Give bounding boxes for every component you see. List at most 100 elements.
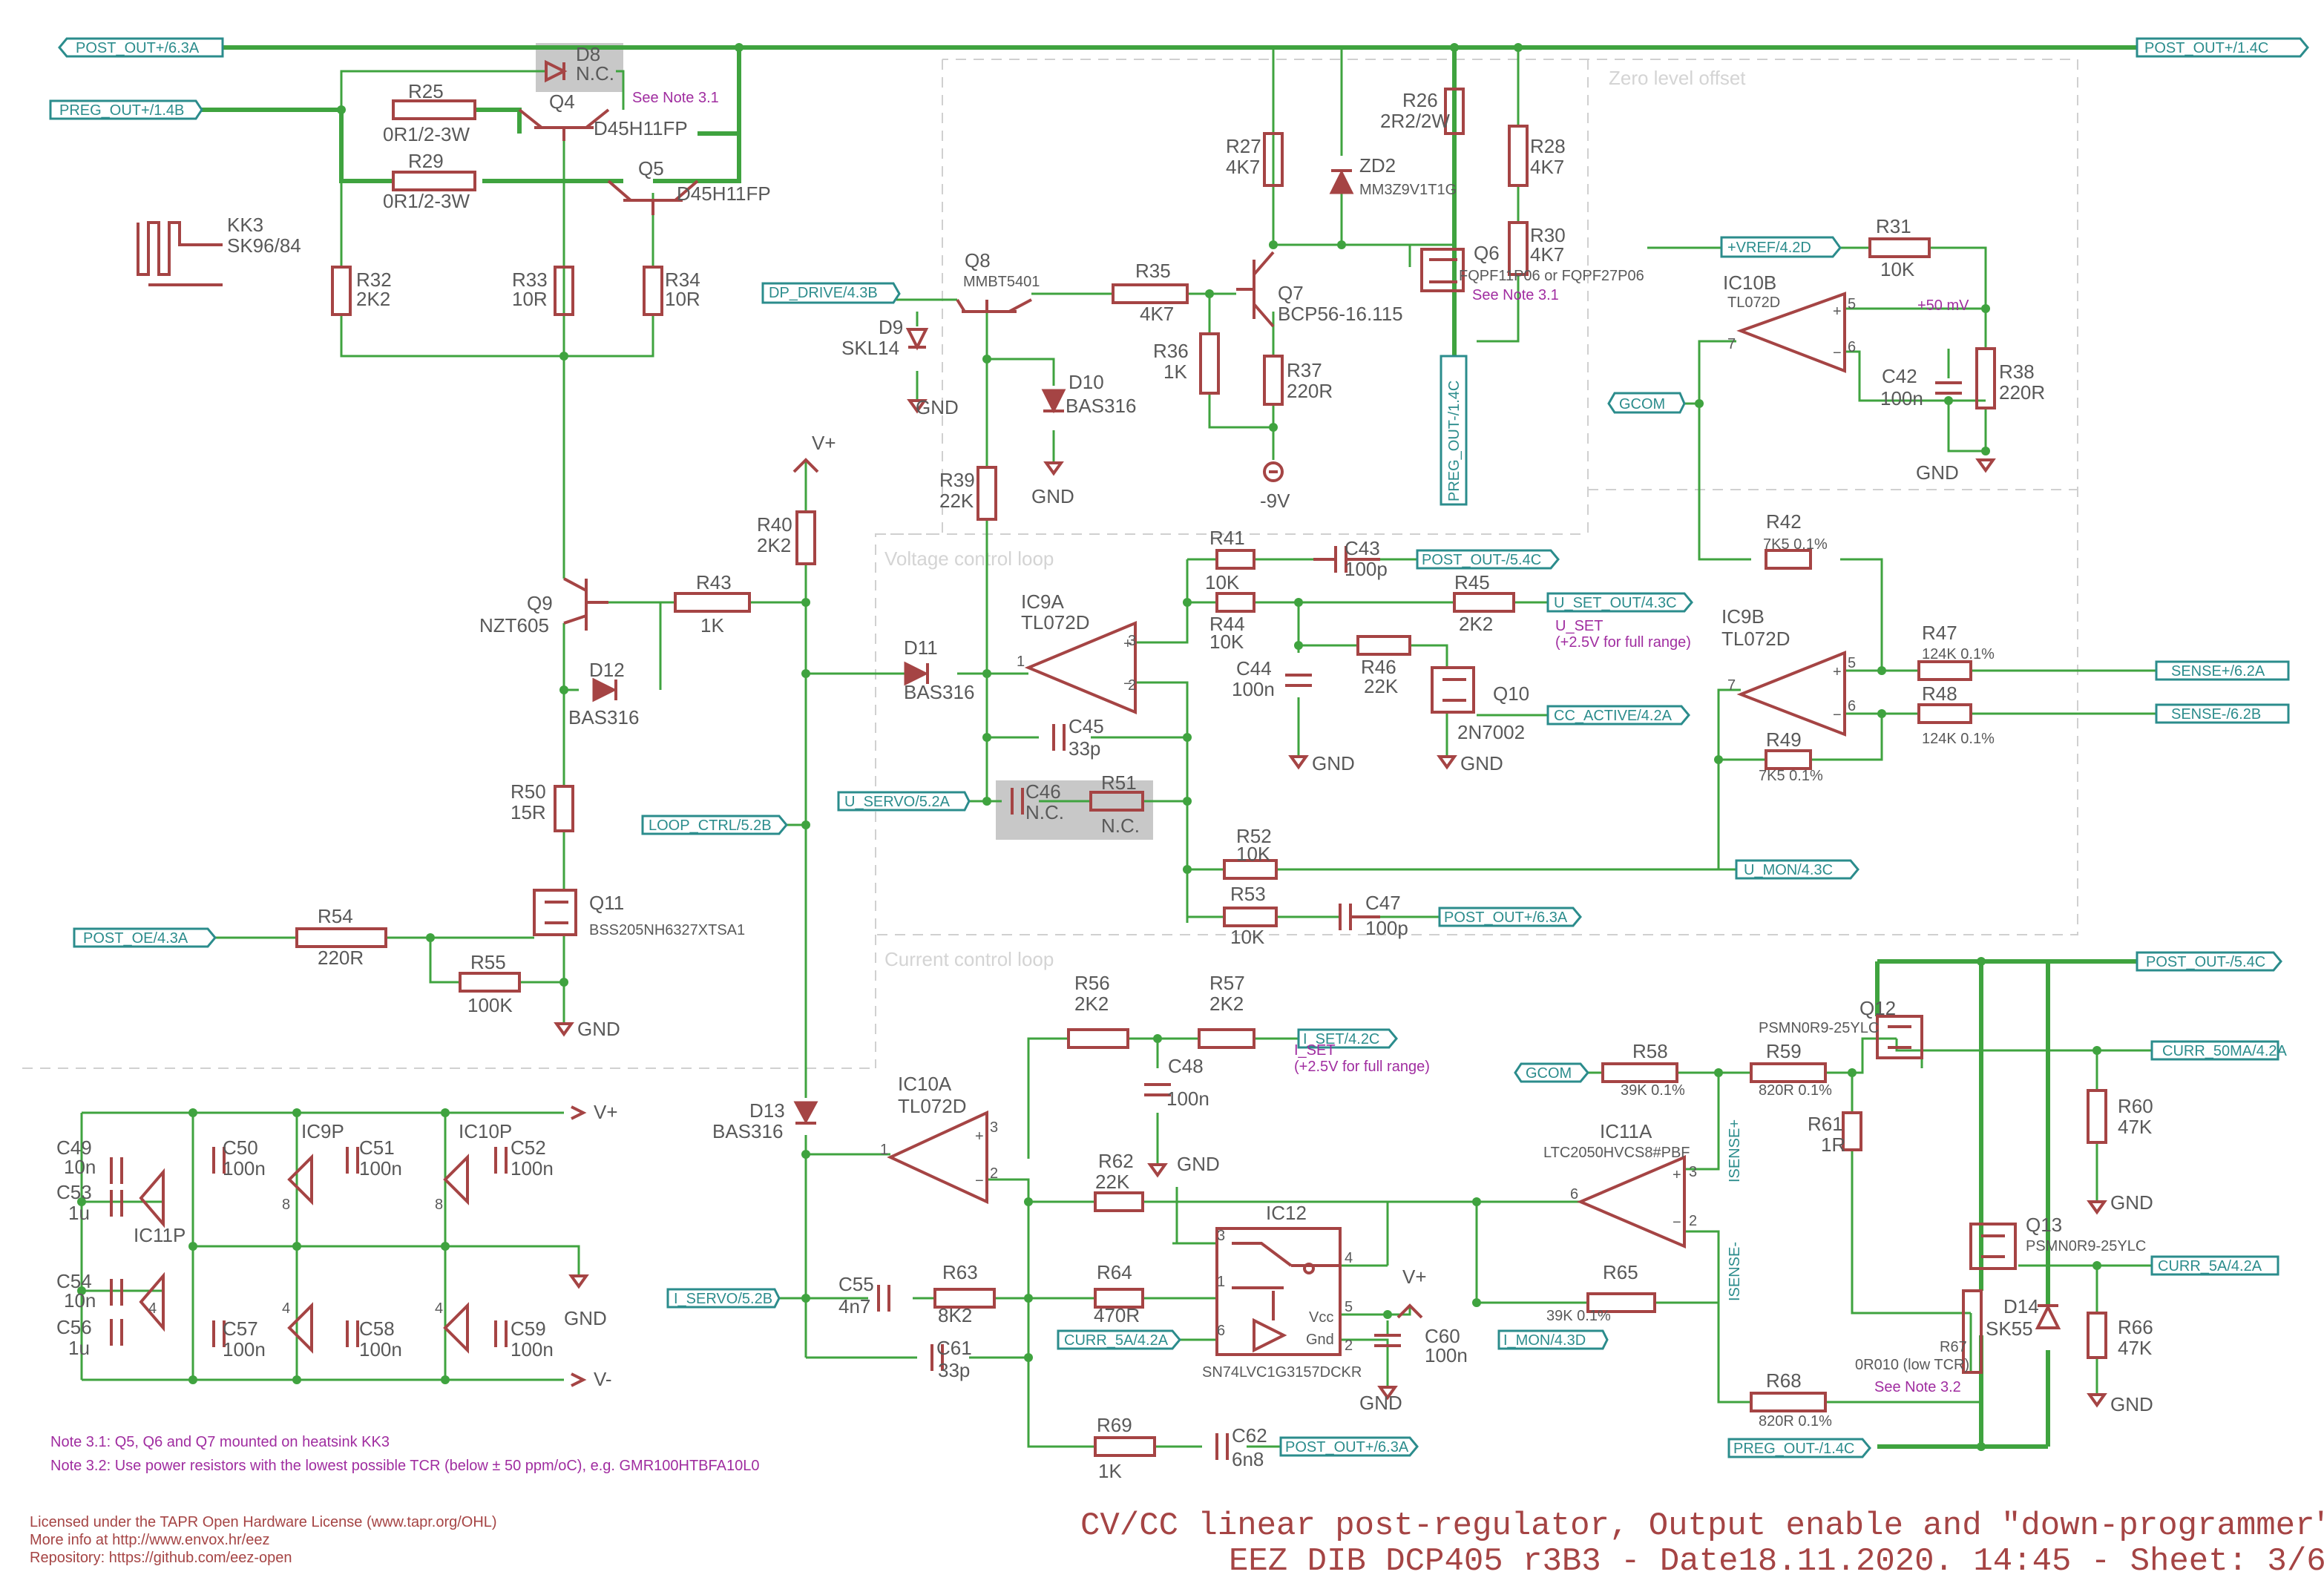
svg-text:R25: R25 — [408, 80, 444, 102]
svg-text:R28: R28 — [1530, 135, 1566, 157]
c43 — [1313, 546, 1380, 573]
q6-symbol — [1420, 248, 1465, 292]
svg-text:100n: 100n — [359, 1157, 402, 1180]
svg-text:47K: 47K — [2118, 1337, 2153, 1359]
c42 — [1935, 381, 1962, 395]
r36-body — [1199, 332, 1220, 395]
c55 — [877, 1285, 890, 1312]
svg-text:100n: 100n — [1880, 387, 1923, 409]
svg-text:R35: R35 — [1135, 260, 1171, 282]
svg-text:C44: C44 — [1236, 657, 1272, 680]
net-post-out-minus-c43: POST_OUT-/5.4C — [1422, 552, 1541, 568]
svg-text:820R 0.1%: 820R 0.1% — [1759, 1413, 1832, 1430]
svg-text:TL072D: TL072D — [1721, 628, 1790, 650]
c52 — [494, 1147, 508, 1174]
svg-text:PSMN0R9-25YLC: PSMN0R9-25YLC — [1759, 1020, 1879, 1036]
svg-text:GND: GND — [2110, 1393, 2153, 1415]
svg-text:R31: R31 — [1876, 215, 1911, 237]
svg-text:−: − — [1123, 676, 1132, 692]
svg-text:Q9: Q9 — [527, 592, 553, 614]
svg-text:C53: C53 — [56, 1181, 92, 1203]
svg-text:100n: 100n — [1166, 1088, 1209, 1110]
svg-text:10K: 10K — [1230, 926, 1265, 948]
ic9a-body — [1024, 621, 1137, 714]
svg-text:100n: 100n — [223, 1157, 266, 1180]
net-gcom-2: GCOM — [1526, 1065, 1572, 1082]
svg-text:GND: GND — [1031, 485, 1074, 507]
svg-text:R56: R56 — [1074, 972, 1110, 994]
svg-text:IC10B: IC10B — [1723, 272, 1776, 294]
svg-text:R65: R65 — [1603, 1261, 1638, 1283]
svg-text:C54: C54 — [56, 1270, 92, 1292]
svg-text:N.C.: N.C. — [1101, 815, 1140, 837]
svg-text:C42: C42 — [1882, 365, 1917, 387]
svg-text:−: − — [1673, 1214, 1681, 1231]
q5-symbol — [607, 180, 699, 215]
r65-body — [1586, 1292, 1656, 1313]
region-frames — [22, 59, 2078, 1069]
svg-text:C51: C51 — [359, 1136, 395, 1159]
svg-text:1: 1 — [1017, 654, 1025, 670]
net-vref: +VREF/4.2D — [1727, 240, 1811, 256]
zero-offset-title: Zero level offset — [1609, 67, 1746, 89]
ic10p-body — [443, 1154, 469, 1205]
svg-text:See Note 3.1: See Note 3.1 — [1472, 287, 1559, 303]
svg-text:U_SET: U_SET — [1555, 618, 1603, 634]
svg-text:IC9A: IC9A — [1021, 590, 1064, 613]
q9-symbol — [563, 577, 608, 631]
r64-body — [1094, 1288, 1144, 1309]
svg-text:124K 0.1%: 124K 0.1% — [1922, 646, 1995, 662]
svg-text:R59: R59 — [1766, 1040, 1802, 1062]
svg-text:R43: R43 — [696, 571, 732, 593]
r32-body — [331, 266, 352, 316]
svg-text:R63: R63 — [942, 1261, 978, 1283]
svg-text:BSS205NH6327XTSA1: BSS205NH6327XTSA1 — [589, 922, 745, 938]
svg-text:2K2: 2K2 — [1459, 613, 1493, 635]
svg-text:TL072D: TL072D — [898, 1095, 967, 1117]
net-preg-out-minus-vert: PREG_OUT-/1.4C — [1446, 381, 1463, 501]
svg-text:ZD2: ZD2 — [1359, 154, 1396, 177]
svg-text:8: 8 — [435, 1197, 443, 1213]
net-i-servo: I_SERVO/5.2B — [674, 1291, 772, 1307]
svg-text:R44: R44 — [1209, 613, 1245, 635]
ic9b-body — [1736, 651, 1846, 737]
svg-text:33p: 33p — [1069, 737, 1100, 760]
svg-text:3: 3 — [1689, 1164, 1697, 1180]
svg-text:C52: C52 — [511, 1136, 546, 1159]
svg-text:R39: R39 — [939, 469, 975, 491]
c61 — [930, 1344, 944, 1371]
svg-text:22K: 22K — [1364, 675, 1399, 697]
svg-text:D45H11FP: D45H11FP — [594, 117, 688, 139]
zd2-symbol — [1329, 169, 1354, 194]
net-u-set: U_SET_OUT/4.3C — [1554, 595, 1677, 611]
svg-text:C62: C62 — [1232, 1424, 1267, 1447]
svg-text:R46: R46 — [1361, 656, 1396, 678]
r42-body — [1765, 549, 1812, 570]
svg-text:4: 4 — [148, 1300, 157, 1317]
net-cc-active: CC_ACTIVE/4.2A — [1554, 708, 1673, 724]
svg-text:SK96/84: SK96/84 — [227, 234, 301, 257]
capacitors — [110, 381, 1962, 1460]
r60-body — [2087, 1089, 2107, 1144]
svg-text:R62: R62 — [1098, 1150, 1134, 1172]
note-3-2: Note 3.2: Use power resistors with the l… — [50, 1458, 759, 1474]
title-block: CV/CC linear post-regulator, Output enab… — [1080, 1507, 2324, 1580]
q12-symbol — [1876, 1015, 1923, 1059]
net-labels: POST_OUT+/6.3A POST_OUT+/1.4C PREG_OUT+/… — [49, 37, 2309, 1458]
svg-text:2K2: 2K2 — [757, 534, 791, 556]
svg-text:Q7: Q7 — [1278, 282, 1304, 304]
svg-text:GND: GND — [1177, 1153, 1220, 1175]
q7-symbol — [1236, 251, 1275, 328]
svg-text:KK3: KK3 — [227, 214, 263, 236]
svg-text:C45: C45 — [1069, 715, 1104, 737]
svg-text:R61: R61 — [1808, 1113, 1843, 1135]
svg-text:100n: 100n — [223, 1338, 266, 1361]
svg-text:3: 3 — [990, 1119, 998, 1136]
net-sense-plus: SENSE+/6.2A — [2171, 663, 2265, 680]
svg-text:4n7: 4n7 — [838, 1295, 870, 1317]
r27-body — [1263, 132, 1284, 187]
svg-text:R40: R40 — [757, 513, 792, 536]
diodes — [545, 59, 2061, 1329]
svg-text:R42: R42 — [1766, 510, 1802, 533]
r55-body — [459, 972, 521, 993]
